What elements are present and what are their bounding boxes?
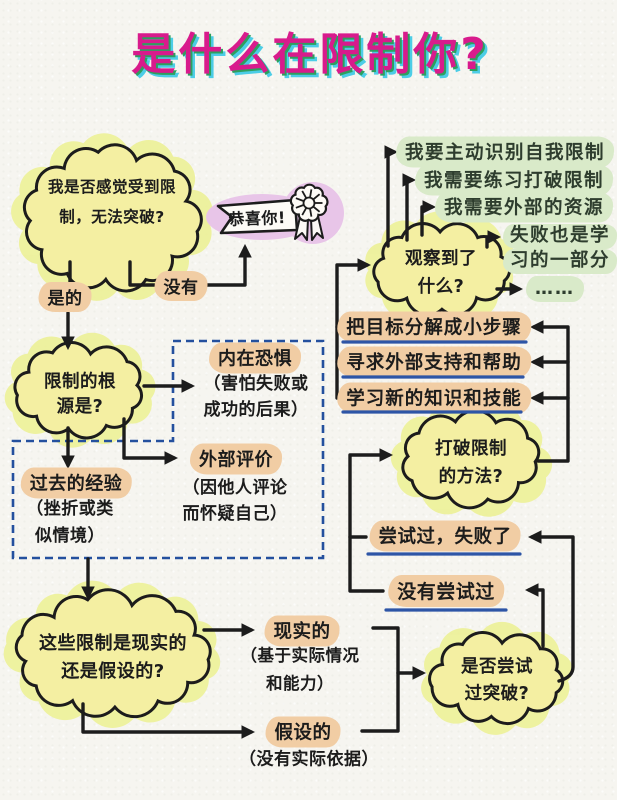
cause-past-experience-label: 过去的经验 — [20, 467, 132, 499]
method-item-3: 学习新的知识和技能 — [337, 382, 531, 414]
cloud-q1-label: 我是否感觉受到限制，无法突破? — [47, 178, 177, 226]
observation-item-3: 我需要外部的资源 — [434, 191, 614, 223]
cloud-q3-label: 这些限制是现实的还是假设的? — [39, 633, 187, 682]
cloud-q1 — [22, 143, 203, 293]
cloud-q4-label: 是否尝试过突破? — [461, 657, 533, 704]
answer-no-label: 没有 — [154, 271, 208, 301]
dashed-group-box — [11, 339, 325, 560]
cloud-q2 — [13, 340, 144, 440]
observation-item-4: 失败也是学 习的一部分 — [502, 224, 617, 274]
cause-inner-fear-desc: （害怕失败或 成功的后果） — [203, 374, 309, 420]
cloud-q3 — [14, 588, 212, 719]
method-item-2: 寻求外部支持和帮助 — [337, 346, 531, 378]
page-title: 是什么在限制你? — [131, 29, 489, 80]
cloud-q4 — [428, 630, 565, 726]
observation-item-1: 我要主动识别自我限制 — [395, 136, 615, 168]
cloud-q6-label: 观察到了什么? — [405, 249, 477, 297]
cloud-q2-label: 限制的根源是? — [44, 372, 116, 417]
connector-arrows — [61, 145, 575, 739]
congrats-ribbon — [216, 183, 329, 241]
observation-item-2: 我需要练习打破限制 — [414, 164, 614, 196]
not-tried-label: 没有尝试过 — [388, 575, 504, 607]
cause-inner-fear-label: 内在恐惧 — [209, 342, 301, 374]
answer-yes-label: 是的 — [38, 282, 92, 312]
cause-past-experience-desc: （挫折或类 似情境） — [26, 499, 114, 546]
tried-failed-label: 尝试过，失败了 — [369, 520, 521, 552]
congrats-label: 恭喜你! — [228, 208, 287, 229]
hypothetical-desc: （没有实际依据） — [239, 749, 379, 770]
real-label: 现实的 — [264, 615, 340, 647]
question-clouds — [13, 143, 565, 726]
cause-external-eval-label: 外部评价 — [190, 443, 282, 475]
cloud-q5 — [401, 409, 541, 510]
real-desc: （基于实际情况和能力） — [240, 646, 360, 693]
cloud-q5-label: 打破限制的方法? — [435, 439, 507, 487]
method-item-1: 把目标分解成小步骤 — [337, 311, 531, 343]
rosette-spokes — [295, 189, 323, 217]
hypothetical-label: 假设的 — [265, 716, 341, 748]
cause-external-eval-desc: （因他人评论 而怀疑自己） — [182, 478, 288, 524]
observation-more-label: …… — [526, 276, 584, 302]
